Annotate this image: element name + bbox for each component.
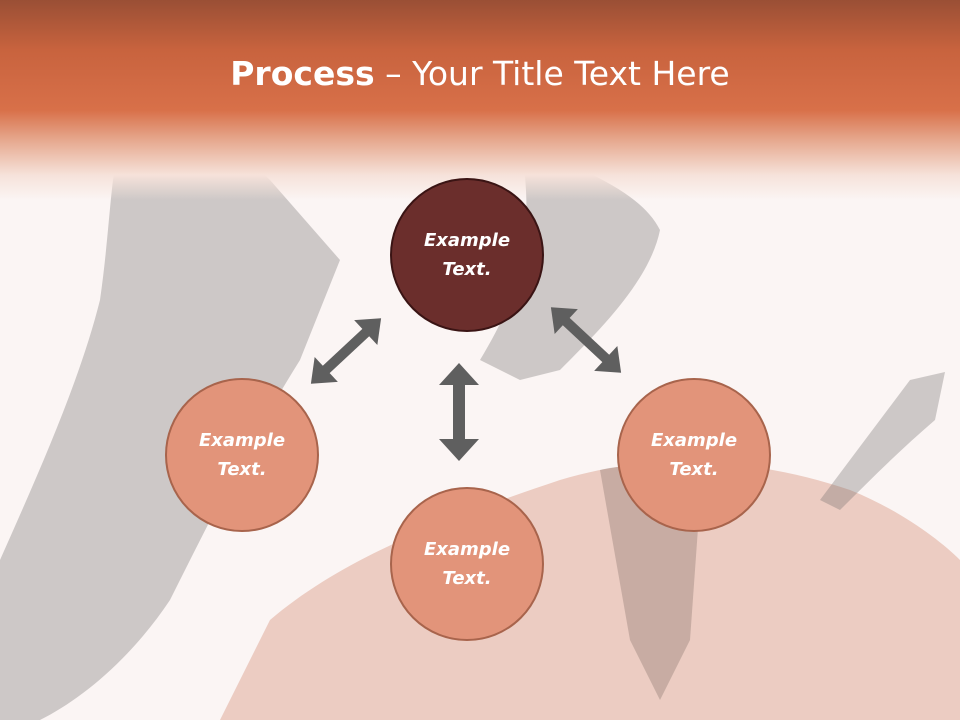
body-silhouette xyxy=(220,461,960,720)
slide-title: Process – Your Title Text Here xyxy=(0,52,960,96)
node-right: Example Text. xyxy=(617,378,771,532)
heel-silhouette xyxy=(480,140,660,380)
header-band xyxy=(0,0,960,200)
node-bottom: Example Text. xyxy=(390,487,544,641)
node-left: Example Text. xyxy=(165,378,319,532)
node-top: Example Text. xyxy=(390,178,544,332)
title-bold: Process xyxy=(230,54,375,93)
title-dash: – xyxy=(374,54,413,93)
title-text: Your Title Text Here xyxy=(412,54,730,93)
leg-silhouette xyxy=(820,372,945,510)
